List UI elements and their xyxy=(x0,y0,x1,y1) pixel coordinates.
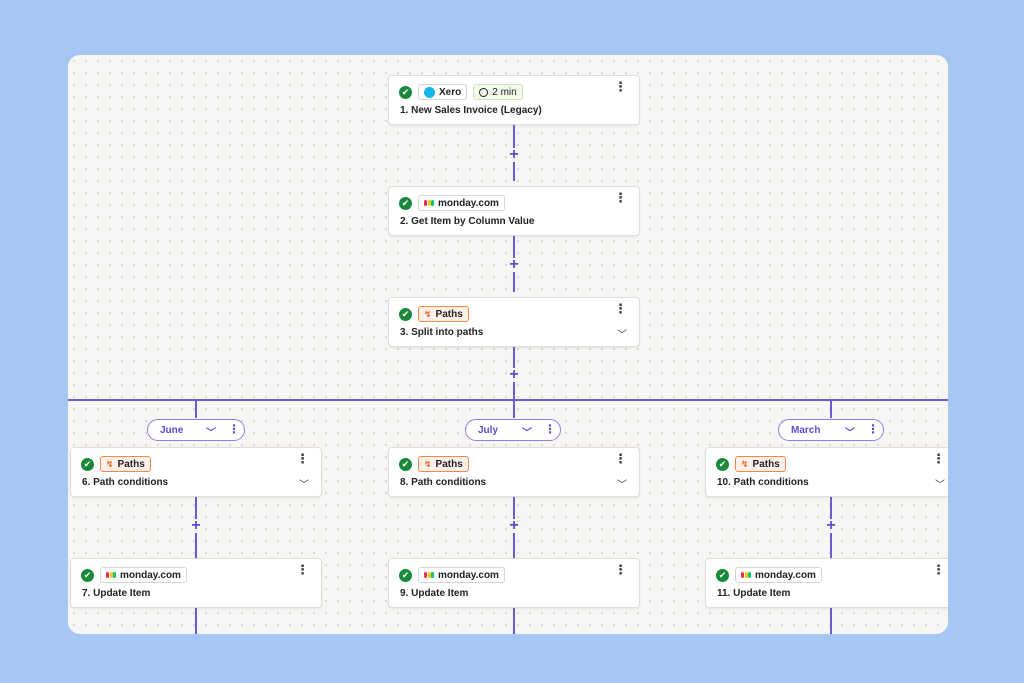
more-menu-icon[interactable]: ⋮ xyxy=(932,562,945,577)
more-menu-icon[interactable]: ⋮ xyxy=(614,562,627,577)
app-chip: Xero xyxy=(418,84,468,100)
app-name: Paths xyxy=(435,458,463,470)
more-menu-icon[interactable]: ⋮ xyxy=(614,301,627,316)
path-label: March xyxy=(791,425,821,436)
success-check-icon: ✔ xyxy=(399,196,412,210)
app-chip: ↯ Paths xyxy=(735,456,786,472)
app-chip: ↯ Paths xyxy=(418,306,469,322)
add-step-button[interactable]: + xyxy=(507,257,521,273)
app-name: monday.com xyxy=(438,197,499,209)
paths-icon: ↯ xyxy=(424,458,432,469)
step-title: 8. Path conditions xyxy=(400,477,487,488)
path-pill-june[interactable]: June ﹀ ⋮ xyxy=(147,419,245,441)
step-card-9[interactable]: ✔ monday.com 9. Update Item ⋮ xyxy=(388,558,640,608)
connector-line xyxy=(195,400,197,418)
more-menu-icon[interactable]: ⋮ xyxy=(932,451,945,466)
add-step-button[interactable]: + xyxy=(507,367,521,383)
app-chip: monday.com xyxy=(418,567,505,583)
app-chip: monday.com xyxy=(418,195,505,211)
more-menu-icon[interactable]: ⋮ xyxy=(614,451,627,466)
connector-line xyxy=(830,607,832,634)
step-card-1[interactable]: ✔ Xero 2 min 1. New Sales Invoice (Legac… xyxy=(388,75,640,125)
xero-icon xyxy=(424,86,435,98)
chevron-down-icon[interactable]: ﹀ xyxy=(845,428,855,439)
more-menu-icon[interactable]: ⋮ xyxy=(614,190,627,205)
path-pill-july[interactable]: July ﹀ ⋮ xyxy=(465,419,561,441)
workflow-canvas[interactable]: + + + + + + ✔ Xero 2 min 1. New Sales In… xyxy=(68,55,948,634)
success-check-icon: ✔ xyxy=(399,457,412,471)
paths-icon: ↯ xyxy=(741,458,749,469)
chevron-down-icon[interactable]: ﹀ xyxy=(617,480,627,491)
step-title: 9. Update Item xyxy=(400,588,469,599)
path-pill-march[interactable]: March ﹀ ⋮ xyxy=(778,419,884,441)
more-menu-icon[interactable]: ⋮ xyxy=(867,422,879,436)
step-card-10[interactable]: ✔ ↯ Paths 10. Path conditions ⋮ ﹀ xyxy=(705,447,948,497)
branch-line xyxy=(68,399,948,401)
success-check-icon: ✔ xyxy=(716,457,729,471)
app-name: monday.com xyxy=(438,569,499,581)
step-card-2[interactable]: ✔ monday.com 2. Get Item by Column Value… xyxy=(388,186,640,236)
path-label: June xyxy=(160,425,184,436)
step-card-6[interactable]: ✔ ↯ Paths 6. Path conditions ⋮ ﹀ xyxy=(70,447,322,497)
timer-label: 2 min xyxy=(492,86,517,98)
step-title: 3. Split into paths xyxy=(400,327,484,338)
app-name: Xero xyxy=(439,86,462,98)
app-chip: monday.com xyxy=(100,567,187,583)
add-step-button[interactable]: + xyxy=(507,147,521,163)
chevron-down-icon[interactable]: ﹀ xyxy=(935,480,945,491)
paths-icon: ↯ xyxy=(106,458,114,469)
step-title: 11. Update Item xyxy=(717,588,791,599)
step-title: 6. Path conditions xyxy=(82,477,169,488)
step-title: 2. Get Item by Column Value xyxy=(400,216,535,227)
connector-line xyxy=(195,607,197,634)
success-check-icon: ✔ xyxy=(399,568,412,582)
more-menu-icon[interactable]: ⋮ xyxy=(614,79,627,94)
chevron-down-icon[interactable]: ﹀ xyxy=(522,428,532,439)
success-check-icon: ✔ xyxy=(399,307,412,321)
app-name: monday.com xyxy=(120,569,181,581)
connector-line xyxy=(513,607,515,634)
more-menu-icon[interactable]: ⋮ xyxy=(296,562,309,577)
clock-icon xyxy=(479,87,489,97)
app-name: Paths xyxy=(752,458,780,470)
step-title: 10. Path conditions xyxy=(717,477,809,488)
more-menu-icon[interactable]: ⋮ xyxy=(296,451,309,466)
path-label: July xyxy=(478,425,499,436)
step-card-3[interactable]: ✔ ↯ Paths 3. Split into paths ⋮ ﹀ xyxy=(388,297,640,347)
step-title: 1. New Sales Invoice (Legacy) xyxy=(400,105,542,116)
more-menu-icon[interactable]: ⋮ xyxy=(544,422,556,436)
success-check-icon: ✔ xyxy=(81,568,94,582)
step-title: 7. Update Item xyxy=(82,588,151,599)
app-chip: ↯ Paths xyxy=(418,456,469,472)
more-menu-icon[interactable]: ⋮ xyxy=(228,422,240,436)
success-check-icon: ✔ xyxy=(81,457,94,471)
step-card-8[interactable]: ✔ ↯ Paths 8. Path conditions ⋮ ﹀ xyxy=(388,447,640,497)
add-step-button[interactable]: + xyxy=(507,518,521,534)
app-name: Paths xyxy=(435,308,463,320)
app-name: monday.com xyxy=(755,569,816,581)
add-step-button[interactable]: + xyxy=(824,518,838,534)
connector-line xyxy=(830,400,832,418)
success-check-icon: ✔ xyxy=(399,85,412,99)
step-card-11[interactable]: ✔ monday.com 11. Update Item ⋮ xyxy=(705,558,948,608)
connector-line xyxy=(513,400,515,418)
monday-icon xyxy=(424,200,434,206)
chevron-down-icon[interactable]: ﹀ xyxy=(617,330,627,341)
add-step-button[interactable]: + xyxy=(189,518,203,534)
chevron-down-icon[interactable]: ﹀ xyxy=(206,428,216,439)
chevron-down-icon[interactable]: ﹀ xyxy=(299,480,309,491)
paths-icon: ↯ xyxy=(424,308,432,319)
monday-icon xyxy=(424,572,434,578)
app-chip: monday.com xyxy=(735,567,822,583)
success-check-icon: ✔ xyxy=(716,568,729,582)
monday-icon xyxy=(106,572,116,578)
monday-icon xyxy=(741,572,751,578)
timer-chip: 2 min xyxy=(473,84,523,100)
app-name: Paths xyxy=(117,458,145,470)
app-chip: ↯ Paths xyxy=(100,456,151,472)
step-card-7[interactable]: ✔ monday.com 7. Update Item ⋮ xyxy=(70,558,322,608)
